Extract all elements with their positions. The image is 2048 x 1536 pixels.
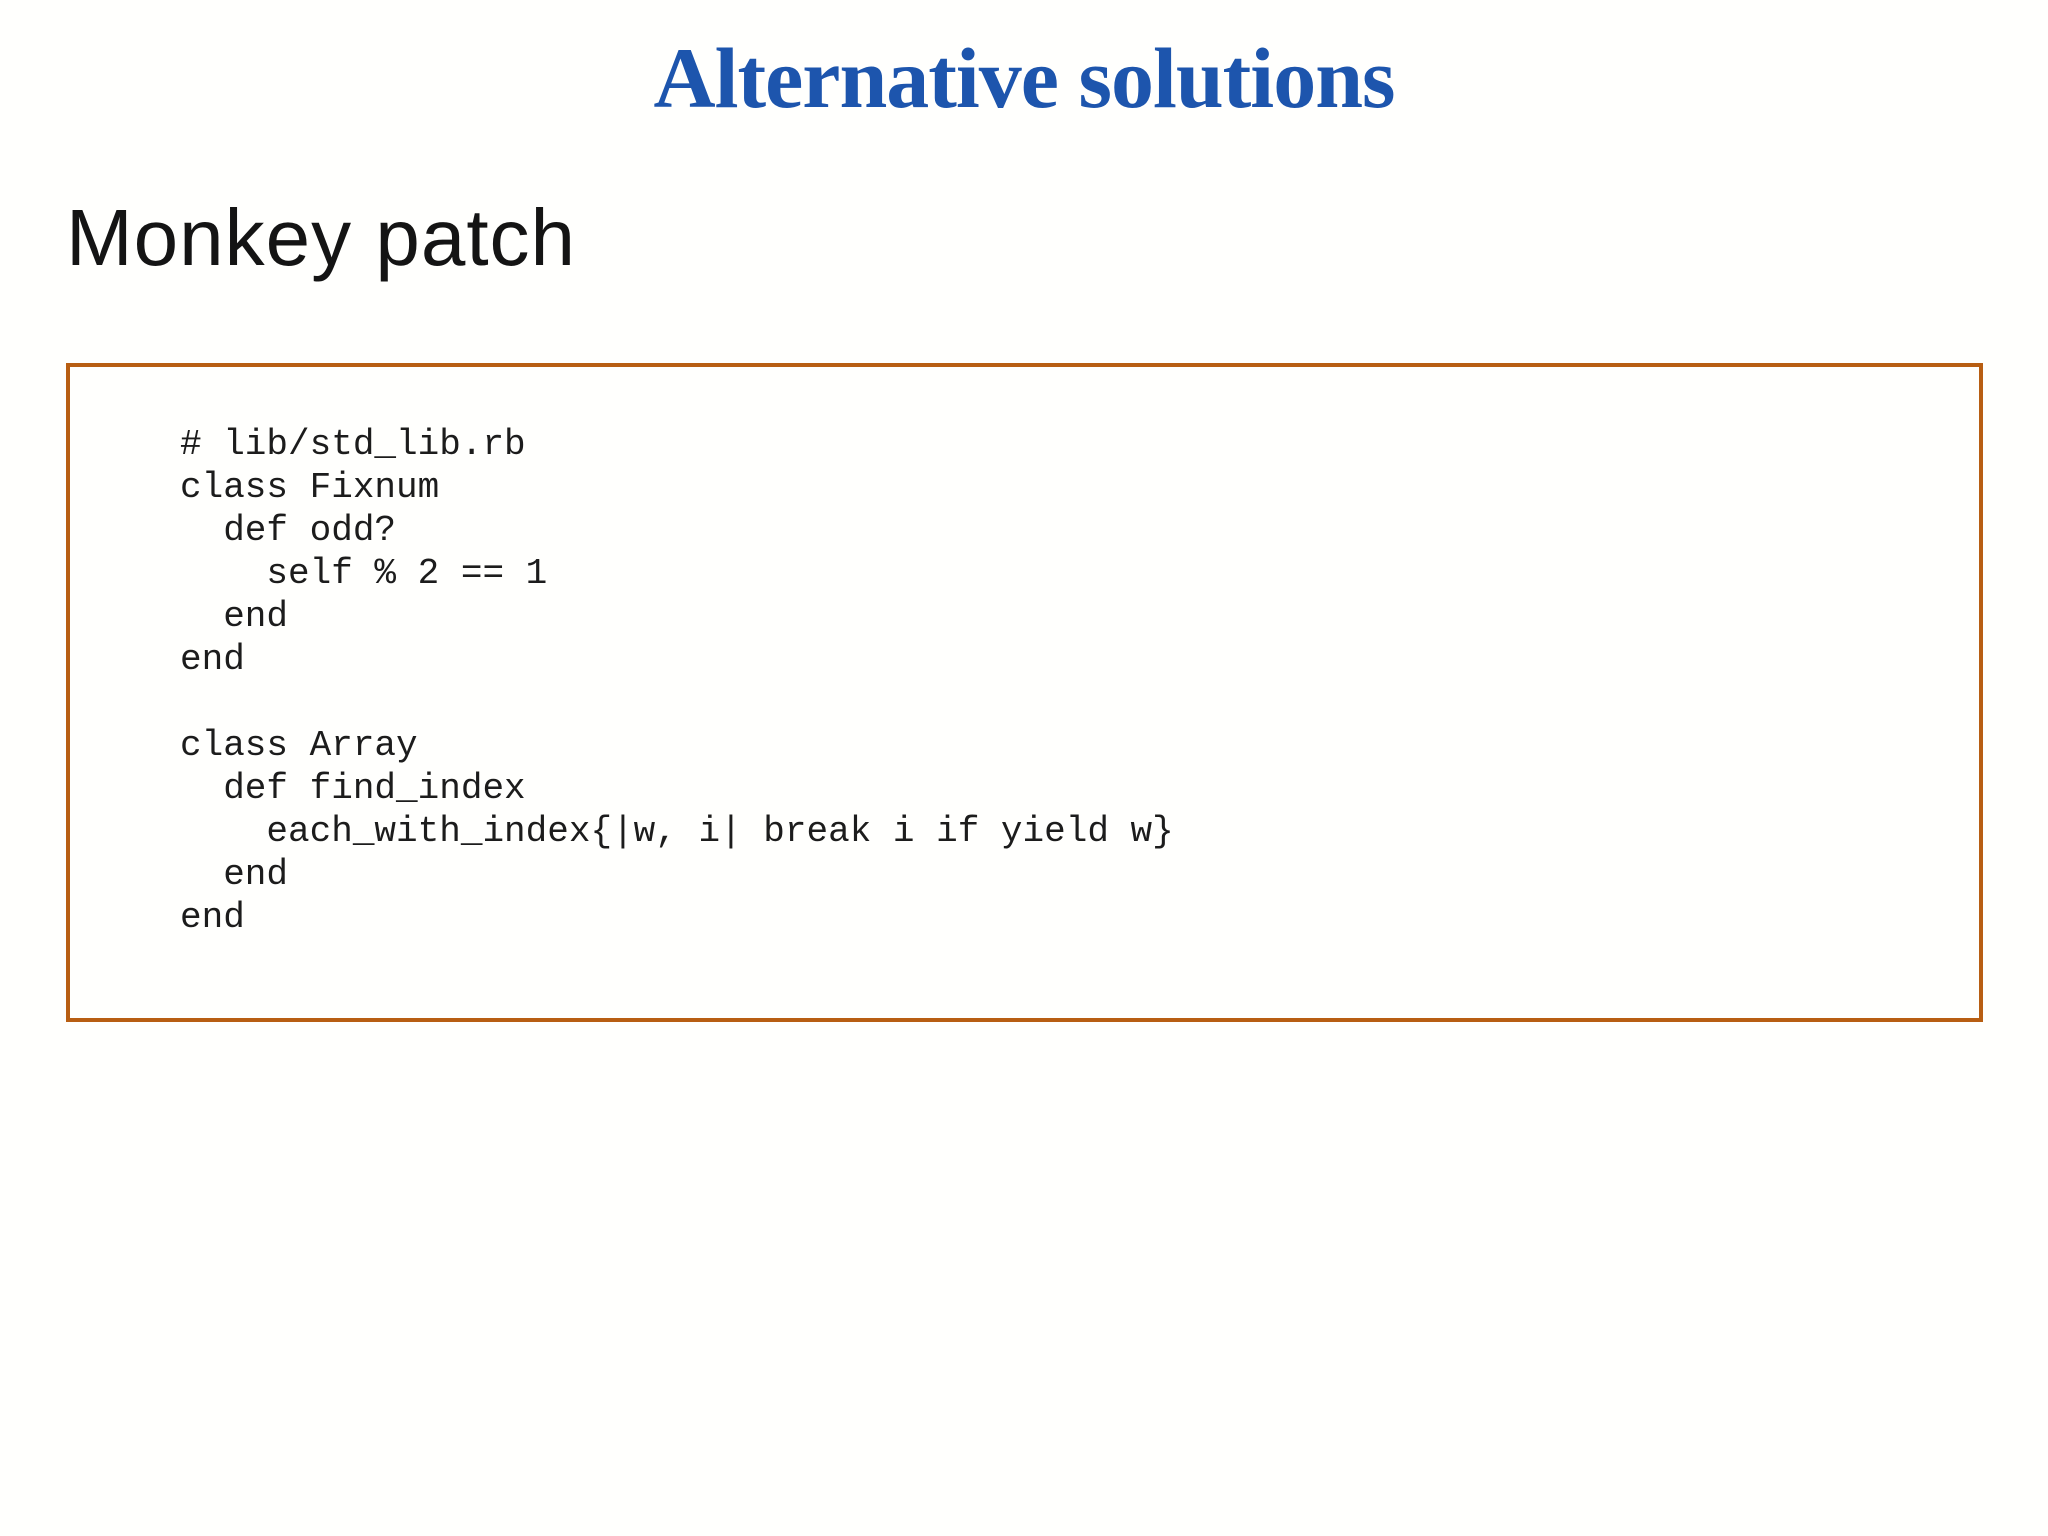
code-block: # lib/std_lib.rb class Fixnum def odd? s… xyxy=(180,424,1174,938)
code-box: # lib/std_lib.rb class Fixnum def odd? s… xyxy=(66,363,1983,1022)
slide-heading: Monkey patch xyxy=(66,193,577,282)
slide-title: Alternative solutions xyxy=(653,30,1395,126)
